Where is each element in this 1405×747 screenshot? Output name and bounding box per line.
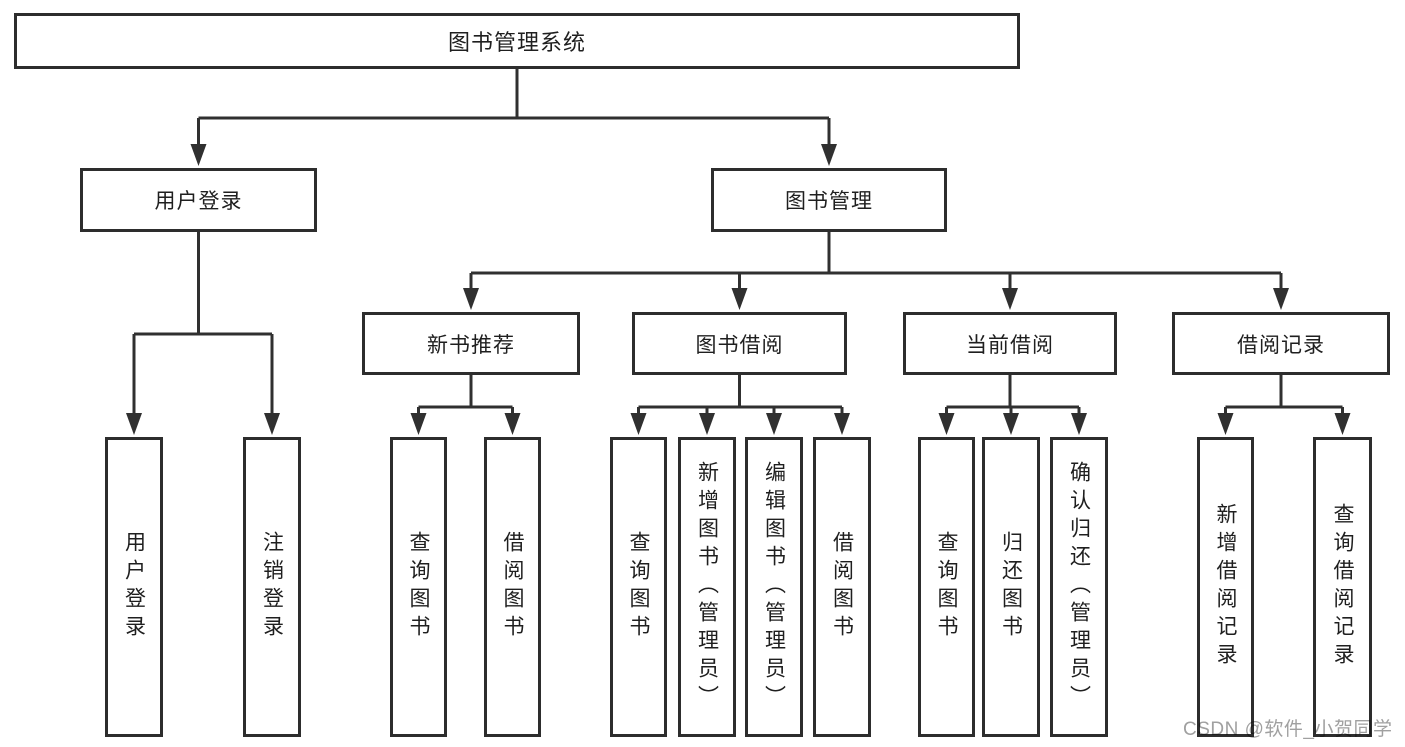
node-label: 新增借阅记录	[1214, 503, 1237, 671]
leaf-borrowing-add-book-admin: 新增图书（管理员）	[678, 437, 736, 737]
node-label: 借阅图书	[830, 531, 854, 643]
node-label: 图书借阅	[695, 333, 784, 357]
leaf-borrowing-borrow-book: 借阅图书	[813, 437, 871, 737]
leaf-newbook-borrow-book: 借阅图书	[484, 437, 541, 737]
node-label: 查询图书	[407, 531, 430, 643]
node-current-borrowing: 当前借阅	[903, 312, 1117, 375]
node-label: 归还图书	[999, 531, 1023, 643]
node-label: 查询图书	[935, 531, 958, 643]
node-label: 注销登录	[260, 531, 284, 643]
csdn-watermark: CSDN @软件_小贺同学	[1183, 719, 1393, 740]
node-label: 查询借阅记录	[1331, 503, 1354, 671]
node-new-book-recommend: 新书推荐	[362, 312, 580, 375]
node-label: 图书管理系统	[447, 30, 586, 55]
node-label: 用户登录	[122, 531, 146, 643]
leaf-user-login: 用户登录	[105, 437, 163, 737]
node-label: 借阅图书	[501, 531, 524, 643]
node-label: 确认归还（管理员）	[1067, 461, 1091, 713]
node-label: 新书推荐	[427, 333, 515, 357]
node-book-management: 图书管理	[711, 168, 947, 232]
node-library-management-system: 图书管理系统	[14, 13, 1020, 69]
leaf-current-return-book: 归还图书	[982, 437, 1040, 737]
leaf-current-query-book: 查询图书	[918, 437, 975, 737]
node-label: 编辑图书（管理员）	[762, 461, 786, 713]
node-label: 图书管理	[785, 190, 873, 213]
leaf-logout: 注销登录	[243, 437, 301, 737]
leaf-records-add-record: 新增借阅记录	[1197, 437, 1254, 737]
node-label: 查询图书	[627, 531, 650, 643]
node-book-borrowing: 图书借阅	[632, 312, 847, 375]
node-label: 用户登录	[154, 190, 243, 213]
leaf-newbook-query-book: 查询图书	[390, 437, 447, 737]
node-label: 借阅记录	[1237, 333, 1325, 357]
node-borrowing-records: 借阅记录	[1172, 312, 1390, 375]
leaf-borrowing-query-book: 查询图书	[610, 437, 667, 737]
leaf-borrowing-edit-book-admin: 编辑图书（管理员）	[745, 437, 803, 737]
leaf-current-confirm-return-admin: 确认归还（管理员）	[1050, 437, 1108, 737]
node-label: 新增图书（管理员）	[695, 461, 719, 713]
node-label: 当前借阅	[966, 333, 1054, 357]
leaf-records-query-record: 查询借阅记录	[1313, 437, 1372, 737]
node-user-login: 用户登录	[80, 168, 317, 232]
